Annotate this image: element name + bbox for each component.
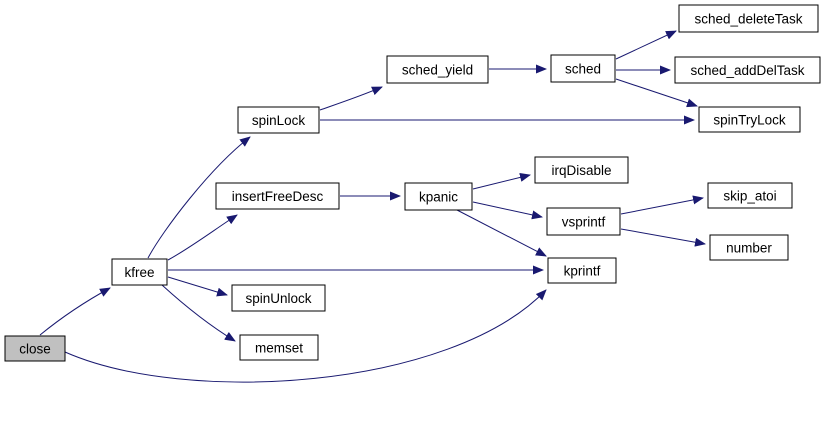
node-box [404, 182, 473, 211]
node-label: close [19, 342, 51, 357]
node-box [678, 4, 819, 33]
node-box [707, 182, 793, 209]
node-label: insertFreeDesc [232, 189, 324, 204]
node-close: close [4, 335, 66, 362]
edges-layer [39, 30, 706, 383]
node-box [534, 156, 629, 184]
node-box [386, 55, 489, 84]
node-label: memset [255, 341, 303, 356]
node-label: spinUnlock [245, 291, 311, 306]
node-sched_addDelTask[interactable]: sched_addDelTask [674, 56, 821, 84]
node-label: sched_deleteTask [694, 12, 802, 27]
node-sched_yield[interactable]: sched_yield [386, 55, 489, 84]
node-sched[interactable]: sched [550, 54, 616, 83]
node-skip_atoi[interactable]: skip_atoi [707, 182, 793, 209]
node-box [4, 335, 66, 362]
node-kfree[interactable]: kfree [111, 258, 168, 286]
node-memset[interactable]: memset [239, 334, 319, 361]
node-label: kfree [124, 265, 154, 280]
node-number[interactable]: number [709, 234, 789, 261]
node-vsprintf[interactable]: vsprintf [546, 207, 621, 236]
edge-vsprintf-number [620, 228, 706, 247]
node-label: number [726, 241, 772, 256]
node-box [550, 54, 616, 83]
node-box [231, 284, 326, 312]
node-spinUnlock[interactable]: spinUnlock [231, 284, 326, 312]
edge-sched-sched_deleteTask [615, 30, 677, 60]
node-box [674, 56, 821, 84]
node-label: spinTryLock [713, 113, 786, 128]
node-label: sched_yield [402, 63, 473, 78]
node-label: sched_addDelTask [690, 63, 804, 78]
node-spinLock[interactable]: spinLock [237, 106, 320, 134]
node-box [709, 234, 789, 261]
edge-vsprintf-skip_atoi [620, 195, 704, 215]
node-label: irqDisable [551, 163, 611, 178]
node-box [547, 257, 617, 284]
node-box [215, 182, 340, 210]
edge-kfree-spinUnlock [167, 276, 228, 297]
node-label: sched [565, 62, 601, 77]
node-box [111, 258, 168, 286]
nodes-layer: close kfree spinLock insertFreeDesc spin… [4, 4, 821, 362]
edge-kfree-memset [161, 284, 236, 342]
node-spinTryLock[interactable]: spinTryLock [698, 106, 801, 133]
edge-kpanic-kprintf [456, 209, 547, 257]
edge-close-kprintf [64, 289, 547, 383]
node-kpanic[interactable]: kpanic [404, 182, 473, 211]
edge-kfree-insertFreeDesc [167, 214, 238, 261]
node-label: kprintf [564, 264, 601, 279]
edge-kfree-spinLock [147, 136, 251, 259]
node-sched_deleteTask[interactable]: sched_deleteTask [678, 4, 819, 33]
node-box [237, 106, 320, 134]
edge-spinLock-sched_yield [319, 86, 383, 111]
node-box [698, 106, 801, 133]
node-label: spinLock [252, 113, 306, 128]
node-irqDisable[interactable]: irqDisable [534, 156, 629, 184]
node-label: kpanic [419, 190, 458, 205]
edge-sched-spinTryLock [615, 78, 698, 108]
node-label: skip_atoi [723, 189, 776, 204]
edge-kpanic-vsprintf [472, 201, 543, 220]
node-kprintf[interactable]: kprintf [547, 257, 617, 284]
edge-kpanic-irqDisable [472, 173, 531, 190]
node-label: vsprintf [562, 215, 606, 230]
edge-close-kfree [39, 287, 111, 336]
node-box [239, 334, 319, 361]
node-box [546, 207, 621, 236]
node-insertFreeDesc[interactable]: insertFreeDesc [215, 182, 340, 210]
